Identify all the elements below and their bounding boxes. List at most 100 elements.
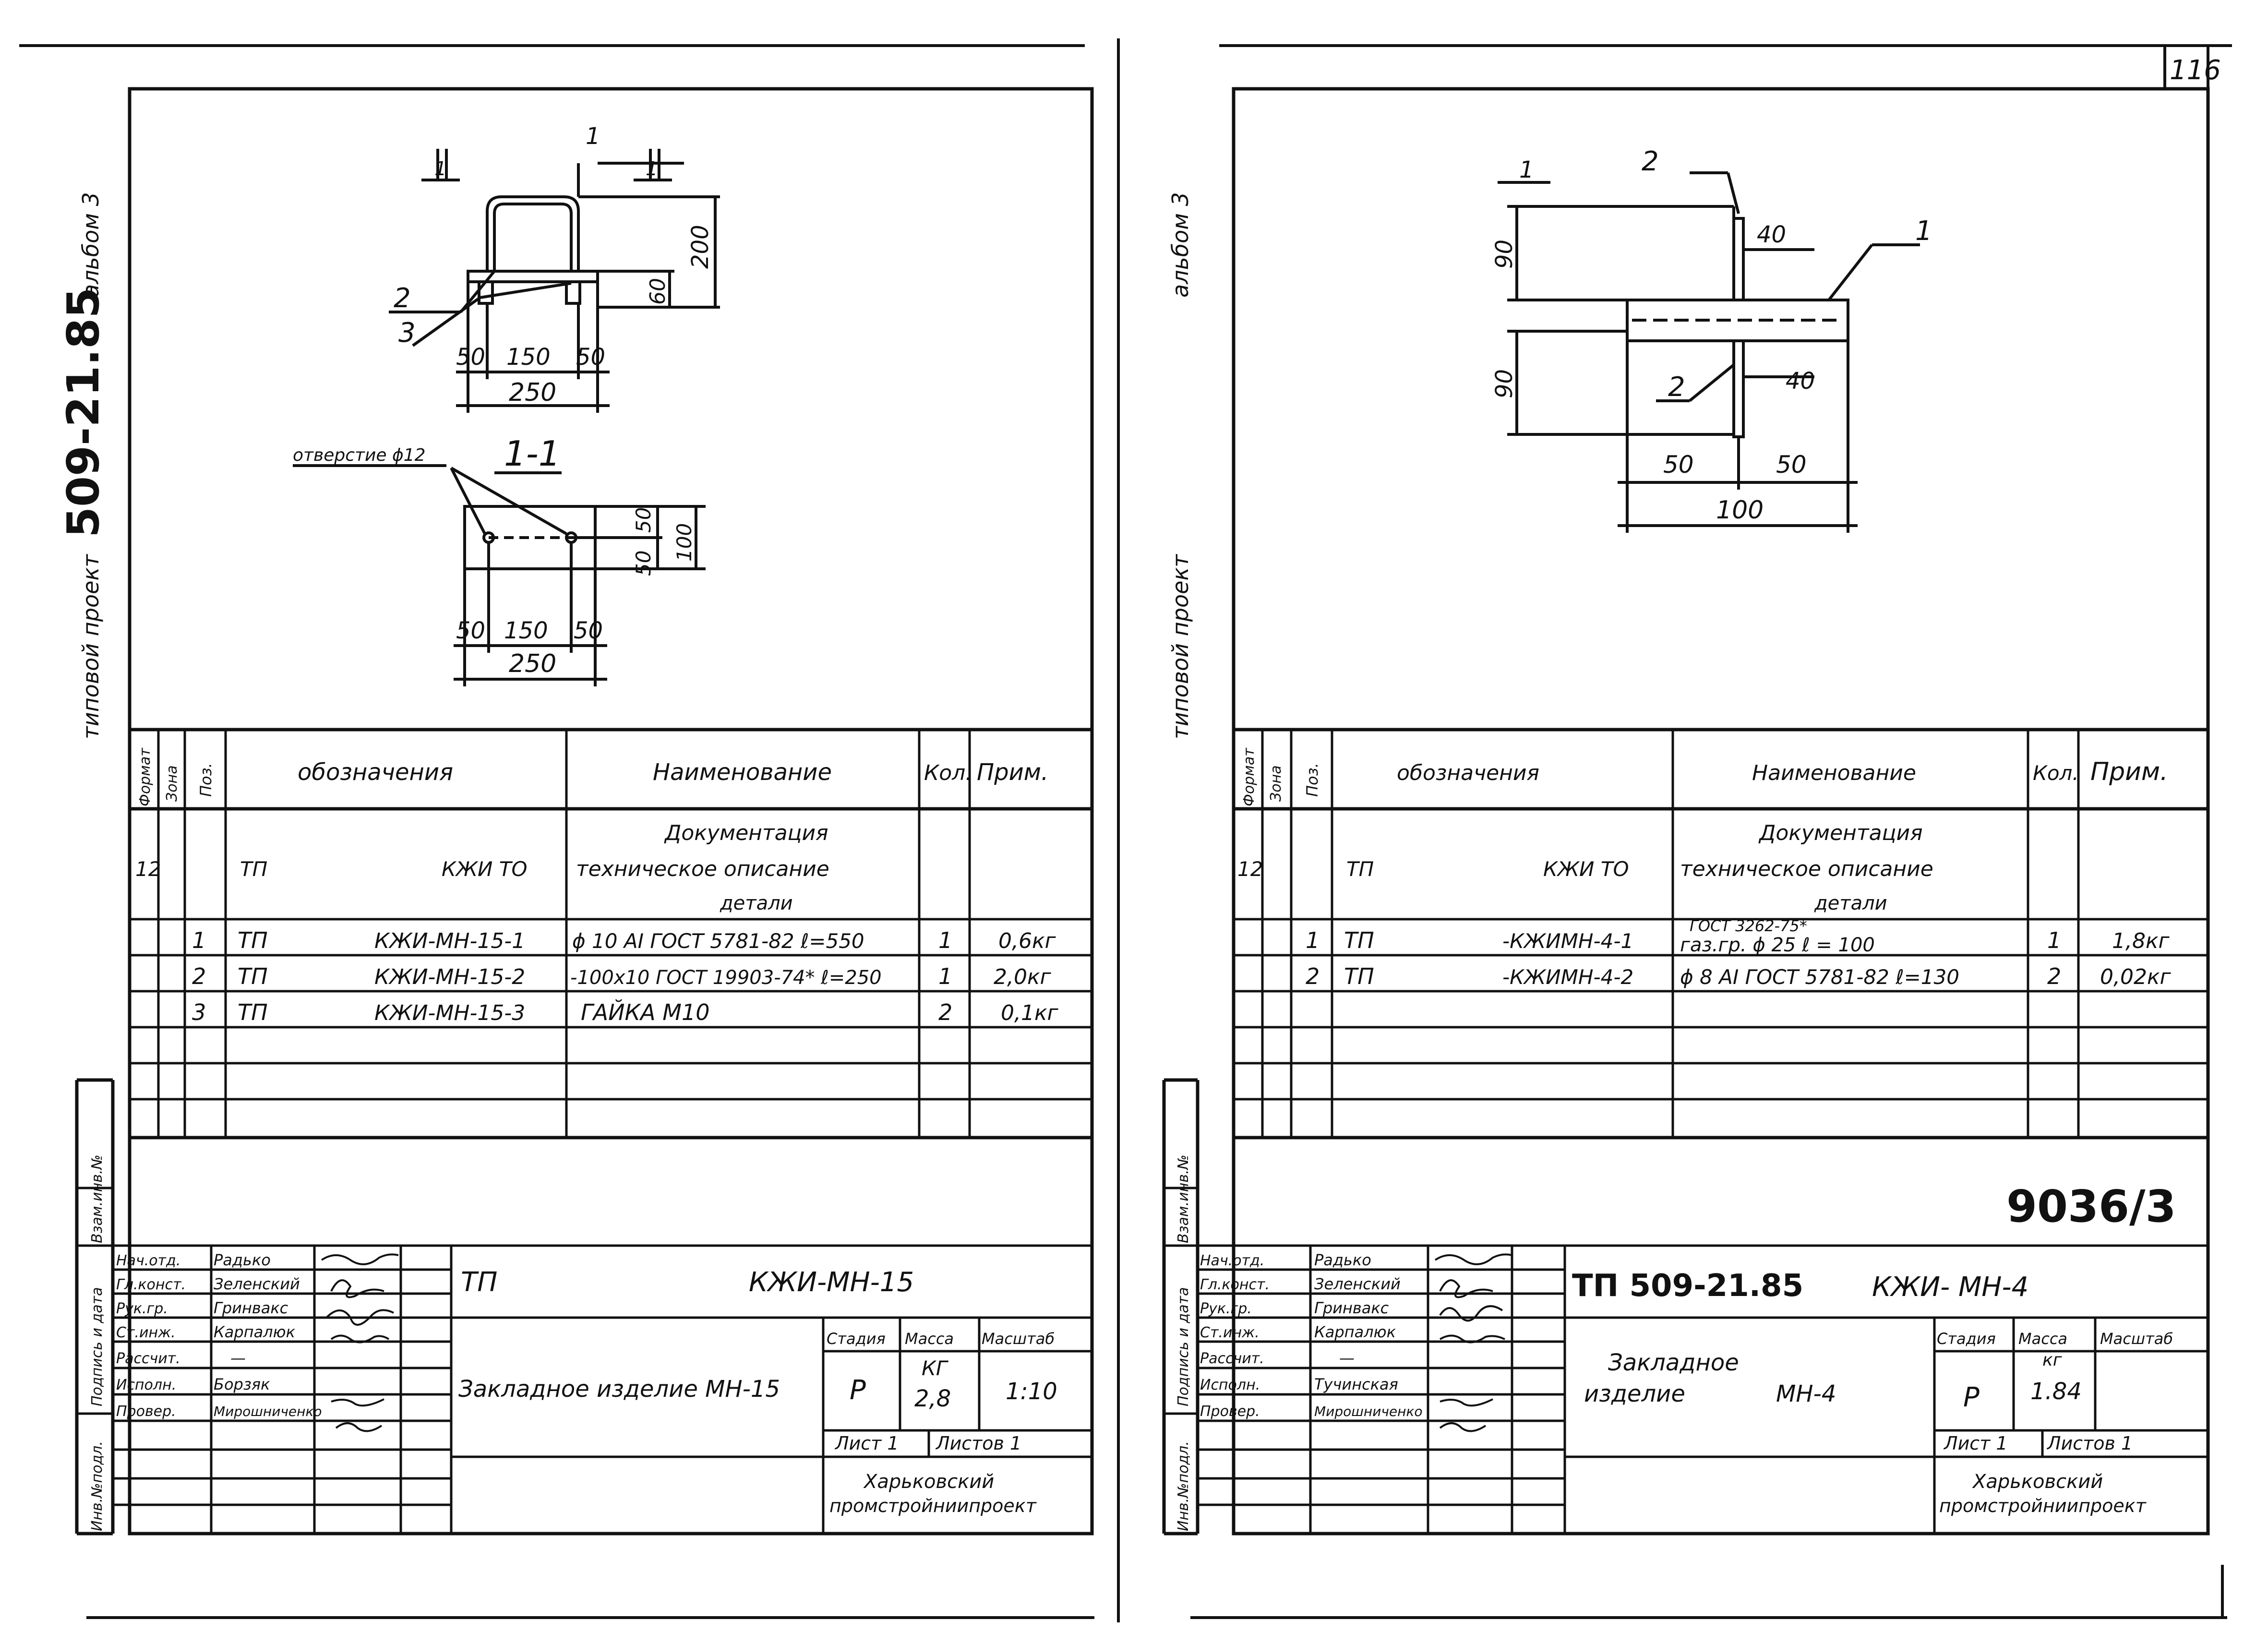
right-mass-h: Масса <box>2018 1330 2067 1348</box>
left-doc-desig-a: ТП <box>240 857 267 881</box>
left-row3-name: ГАЙКА М10 <box>581 999 709 1025</box>
left-view-mark-1: 1 <box>434 158 446 180</box>
right-name-3: Карпалюк <box>1314 1323 1396 1341</box>
left-sec-b250: 250 <box>509 649 556 678</box>
left-pos2-label: 2 <box>394 283 411 314</box>
left-row3-desig-b: КЖИ-МН-15-3 <box>374 1001 525 1025</box>
right-sheet <box>1162 46 2210 1536</box>
left-inv-strip <box>77 1187 113 1415</box>
right-row2-note: 0,02кг <box>2100 965 2172 989</box>
right-hdr-format: Формат <box>1241 747 1258 806</box>
left-code-b: КЖИ-МН-15 <box>749 1267 914 1298</box>
right-role-2: Рук.гр. <box>1200 1300 1252 1317</box>
left-stage-h: Стадия <box>827 1330 886 1348</box>
right-title-grid <box>1198 1244 2208 1534</box>
right-hdr-zone: Зона <box>1268 765 1284 802</box>
left-code-a: ТП <box>461 1267 497 1298</box>
left-row3-desig-a: ТП <box>238 999 268 1025</box>
right-org-2: промстройниипроект <box>1939 1495 2147 1516</box>
left-section-view <box>293 464 706 686</box>
right-inv-label-2: Подпись и дата <box>1175 1287 1192 1407</box>
left-sheets-total: Листов 1 <box>935 1433 1021 1454</box>
left-inv-label-2: Подпись и дата <box>89 1287 106 1407</box>
right-signatures <box>1434 1253 1512 1432</box>
left-role-0: Нач.отд. <box>116 1252 180 1269</box>
left-side-code: 509-21.85 <box>58 288 109 538</box>
right-spec-grid <box>1234 730 2208 1138</box>
left-org-1: Харьковский <box>863 1471 994 1493</box>
left-row3-note: 0,1кг <box>1001 1001 1059 1025</box>
left-row2-qty: 1 <box>938 963 952 989</box>
left-spec-rows: 1 ТП КЖИ-МН-15-1 ϕ 10 АI ГОСТ 5781-82 ℓ=… <box>192 927 1059 1025</box>
right-row2-desig-b: -КЖИМН-4-2 <box>1502 965 1633 989</box>
left-scale-h: Масштаб <box>982 1330 1055 1348</box>
right-sheet-no: Лист 1 <box>1943 1433 2008 1454</box>
left-row1-note: 0,6кг <box>998 929 1056 953</box>
right-side-project: типовой проект <box>1167 554 1193 739</box>
left-sec-dim-100: 100 <box>672 523 696 562</box>
left-dim-250: 250 <box>509 378 556 407</box>
left-frame <box>75 87 1094 1536</box>
left-side-album: альбом 3 <box>78 192 104 298</box>
left-role-6: Провер. <box>116 1403 176 1420</box>
left-name-3: Карпалюк <box>214 1323 296 1341</box>
right-role-4: Рассчит. <box>1200 1350 1264 1367</box>
page-number: 116 <box>2170 55 2221 86</box>
right-row2-pos: 2 <box>1306 963 1320 989</box>
left-scale: 1:10 <box>1006 1378 1057 1405</box>
left-stage: Р <box>850 1375 866 1406</box>
left-pos1-label: 1 <box>586 123 600 150</box>
right-hdr-name: Наименование <box>1752 761 1916 785</box>
left-sec-b50a: 50 <box>456 617 485 644</box>
right-role-1: Гл.конст. <box>1200 1276 1270 1293</box>
right-mass-unit: кг <box>2042 1350 2063 1370</box>
right-row1-desig-a: ТП <box>1344 927 1374 953</box>
left-name-2: Гринвакс <box>214 1299 288 1317</box>
right-name-1: Зеленский <box>1314 1275 1401 1293</box>
left-assembly-view <box>389 149 720 413</box>
right-name-6: Мирошниченко <box>1314 1404 1423 1419</box>
right-spec-rows: 1 ТП -КЖИМН-4-1 ГОСТ 3262-75* газ.гр. ϕ … <box>1306 917 2172 989</box>
left-section-label: 1-1 <box>504 433 561 474</box>
left-pos3-label: 3 <box>398 317 416 348</box>
right-dim-90b: 90 <box>1491 369 1518 398</box>
left-doc-name-1: Документация <box>664 821 828 845</box>
right-name-0: Радько <box>1314 1251 1371 1269</box>
left-view-mark-2: 1 <box>646 158 658 180</box>
left-role-1: Гл.конст. <box>116 1276 186 1293</box>
right-title-block: Нач.отд. Гл.конст. Рук.гр. Ст.инж. Рассч… <box>1200 1251 2173 1516</box>
left-row1-qty: 1 <box>938 927 952 953</box>
left-side-project: типовой проект <box>78 554 104 739</box>
right-pos2-top: 2 <box>1642 146 1659 177</box>
left-doc-name-2: техническое описание <box>576 857 829 881</box>
right-role-0: Нач.отд. <box>1200 1252 1264 1269</box>
left-hdr-pos: Поз. <box>197 763 215 797</box>
right-frame <box>1162 87 2210 1536</box>
right-role-5: Исполн. <box>1200 1377 1260 1393</box>
right-hdr-pos: Поз. <box>1303 763 1321 797</box>
right-title-1: Закладное <box>1608 1349 1739 1376</box>
left-hdr-zone: Зона <box>164 765 180 802</box>
left-dim-50b: 50 <box>576 344 605 371</box>
right-sheets-total: Листов 1 <box>2046 1433 2133 1454</box>
left-dim-150: 150 <box>506 344 551 371</box>
right-row1-note: 1,8кг <box>2112 929 2170 953</box>
left-row1-name: ϕ 10 АI ГОСТ 5781-82 ℓ=550 <box>572 929 864 953</box>
left-mass-h: Масса <box>905 1330 954 1348</box>
right-stage: Р <box>1963 1382 1980 1413</box>
right-role-3: Ст.инж. <box>1200 1324 1260 1341</box>
left-name-1: Зеленский <box>214 1275 300 1293</box>
right-row2-qty: 2 <box>2047 963 2061 989</box>
left-org-2: промстройниипроект <box>829 1495 1037 1516</box>
right-row1-pos: 1 <box>1306 927 1320 953</box>
left-role-3: Ст.инж. <box>116 1324 176 1341</box>
right-row1-name-top: ГОСТ 3262-75* <box>1690 917 1807 935</box>
right-row1-desig-b: -КЖИМН-4-1 <box>1502 929 1633 953</box>
right-hdr-qty: Кол. <box>2033 761 2079 785</box>
left-sec-b50b: 50 <box>574 617 603 644</box>
left-hdr-name: Наименование <box>653 759 832 786</box>
left-name-6: Мирошниченко <box>214 1404 322 1419</box>
left-hdr-desig: обозначения <box>298 759 453 786</box>
right-doc-name-3: детали <box>1814 892 1887 914</box>
